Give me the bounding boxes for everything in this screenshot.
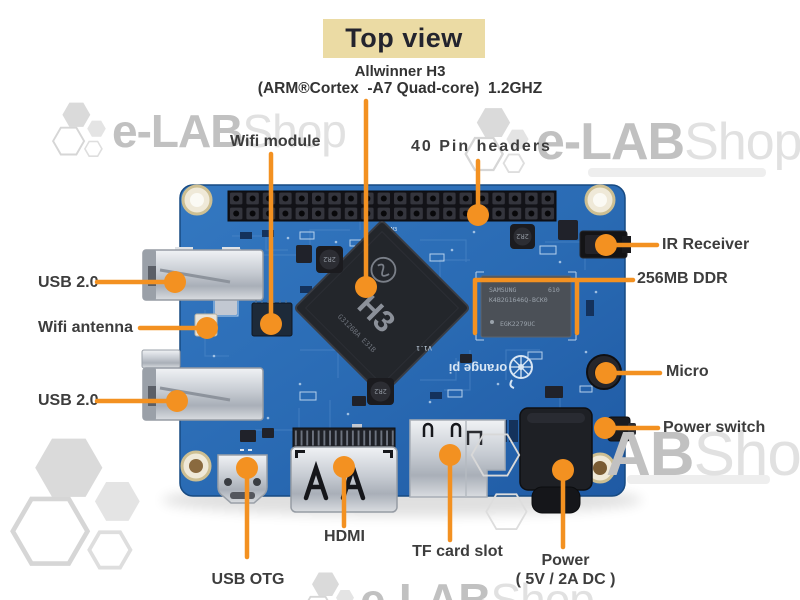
label-usb-otg: USB OTG xyxy=(211,571,285,588)
callout-usb-bottom-dot xyxy=(166,390,188,412)
svg-text:2R2: 2R2 xyxy=(323,255,336,263)
label-usb-bottom: USB 2.0 xyxy=(38,392,99,409)
inductor-2r2: 2R2 xyxy=(316,246,343,273)
callout-hdmi-dot xyxy=(333,456,355,478)
mounting-holes xyxy=(180,184,616,484)
callout-usb-otg-dot xyxy=(236,457,258,479)
allwinner-logo-icon xyxy=(370,256,397,283)
label-ddr: 256MB DDR xyxy=(637,270,728,287)
inductor-2r2: 2R2 xyxy=(367,378,394,405)
ddr-part-number: K4B2G1646Q-BCK0 xyxy=(489,296,548,304)
callout-cpu-dot xyxy=(355,276,377,298)
callout-power-dot xyxy=(552,459,574,481)
callout-micro-dot xyxy=(595,362,617,384)
watermark-tagline xyxy=(588,168,766,177)
callout-wifi-module-dot xyxy=(260,313,282,335)
label-power-line1: Power xyxy=(541,552,590,569)
label-ir-receiver: IR Receiver xyxy=(662,236,750,253)
label-power: Power ( 5V / 2A DC ) xyxy=(503,551,628,589)
label-usb-top: USB 2.0 xyxy=(38,274,99,291)
label-tf-card: TF card slot xyxy=(412,543,503,560)
ddr-brand: SAMSUNG xyxy=(489,286,516,294)
callout-power-switch-dot xyxy=(594,417,616,439)
ddr-code: EGK2279UC xyxy=(500,320,535,328)
ddr-lot: 610 xyxy=(548,286,560,294)
orange-pi-logo-icon xyxy=(509,355,533,389)
callout-wifi-antenna-dot xyxy=(196,317,218,339)
label-hdmi: HDMI xyxy=(324,528,365,545)
label-power-switch: Power switch xyxy=(663,419,766,436)
watermark-tagline xyxy=(627,475,770,484)
svg-text:2R2: 2R2 xyxy=(516,232,529,240)
callout-ddr-bracket xyxy=(472,277,636,336)
callout-pin-headers-dot xyxy=(467,204,489,226)
hdmi-connector xyxy=(290,427,398,513)
callout-usb-top-dot xyxy=(164,271,186,293)
callout-tf-dot xyxy=(439,444,461,466)
label-wifi-antenna: Wifi antenna xyxy=(38,319,133,336)
board-version: V1.1 xyxy=(416,344,432,352)
gpio-40pin-header: CON3 xyxy=(227,190,557,233)
callout-ir-dot xyxy=(595,234,617,256)
label-power-line2: ( 5V / 2A DC ) xyxy=(515,571,616,588)
ddr-memory-chip: SAMSUNG 610 K4B2G1646Q-BCK0 EGK2279UC xyxy=(480,275,572,338)
inductor-2r2: 2R2 xyxy=(510,224,535,249)
label-micro: Micro xyxy=(666,363,709,380)
dc-power-jack xyxy=(519,407,593,514)
label-wifi-module: Wifi module xyxy=(230,133,321,150)
orange-pi-logo-text: orange pi xyxy=(449,361,508,376)
subtitle-cpu-spec: (ARM®Cortex -A7 Quad-core) 1.2GHZ xyxy=(257,80,543,97)
svg-text:2R2: 2R2 xyxy=(374,387,387,395)
page-title: Top view xyxy=(323,19,485,58)
subtitle-cpu-name: Allwinner H3 xyxy=(354,63,446,80)
